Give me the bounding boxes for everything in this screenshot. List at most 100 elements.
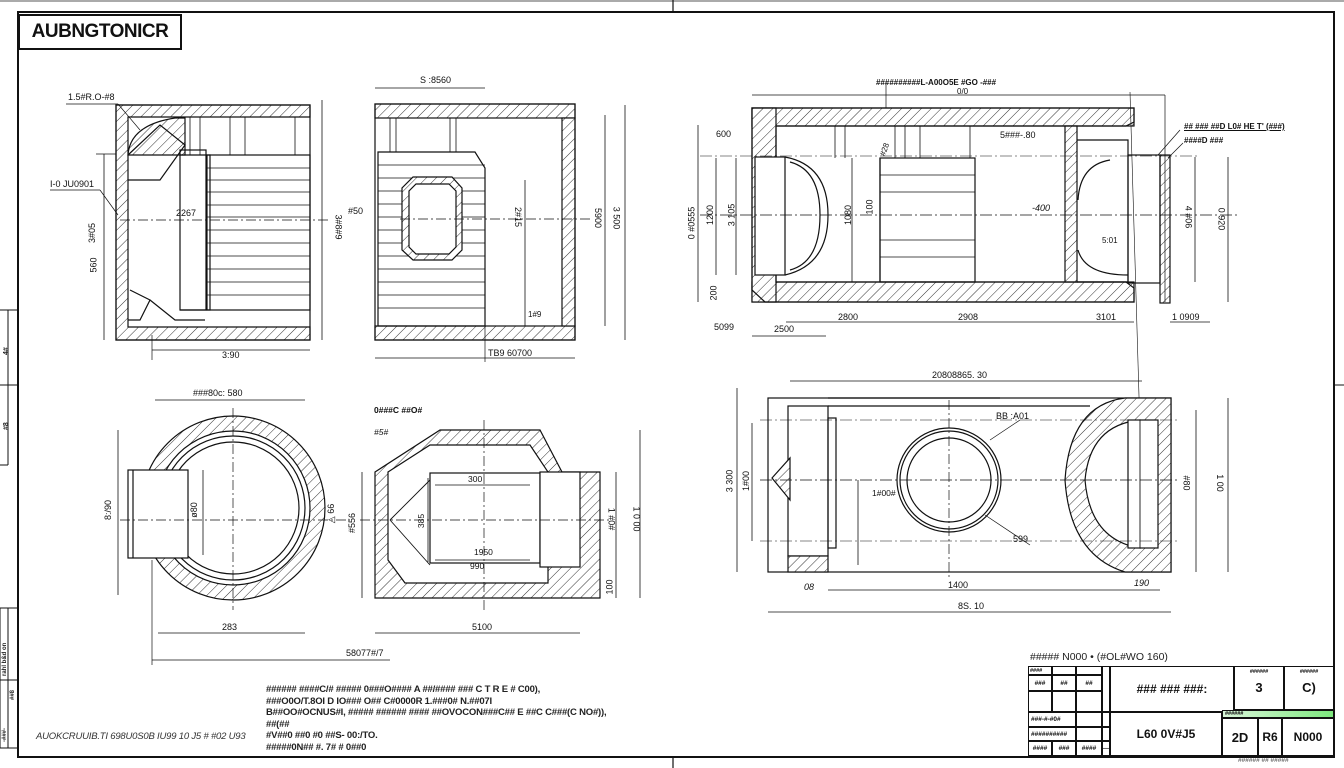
scale-cell-b: R6 <box>1258 718 1282 756</box>
dimension-label: 200 <box>708 285 719 301</box>
dimension-label: 560 <box>88 257 99 273</box>
dimension-label: #556 <box>347 512 358 534</box>
view-bottom-left-circle <box>117 399 390 665</box>
leader-label: -400 <box>1032 203 1051 213</box>
revision-cell: ###### C) <box>1284 666 1334 710</box>
tb-cell: #### <box>1028 741 1052 756</box>
tb-cell <box>1052 691 1076 712</box>
sheet-number-cell: ###### 3 <box>1234 666 1284 710</box>
dimension-label: #80 <box>1181 475 1192 491</box>
tb-cell: — <box>1102 741 1110 756</box>
dimension-label: 3 105 <box>726 203 737 227</box>
dimension-label: 1#00 <box>741 470 752 492</box>
dimension-label: 300 <box>468 474 483 484</box>
dimension-label: 1 #0# <box>606 507 617 531</box>
drawing-number: N000 <box>1282 718 1334 756</box>
dimension-label: 190 <box>1134 578 1150 588</box>
tb-cell <box>1028 691 1052 712</box>
tb-cell <box>1102 666 1110 712</box>
tb-cell <box>1076 691 1102 712</box>
dimension-label: 2800 <box>838 312 859 322</box>
tb-cell: #### <box>1028 666 1052 675</box>
tb-cell: ## <box>1076 675 1102 691</box>
tb-cell <box>1102 727 1110 741</box>
dimension-label: 1400 <box>948 580 969 590</box>
leader-label: ## ### ##D L0# HE T' (###) <box>1184 122 1285 131</box>
leader-label: BB :A01 <box>996 411 1030 421</box>
dimension-label: 5100 <box>472 622 493 632</box>
margin-label: rahl b&d on <box>2 642 8 676</box>
note-line: ###O0O/T.8OI D IO### O## C#0000R 1.###0#… <box>266 695 492 707</box>
dimension-label: 3 300 <box>724 469 735 493</box>
leader-label: 1.5#R.O-#8 <box>68 92 115 102</box>
dimension-label: 1 0 00 <box>631 506 642 532</box>
dimension-label: 1950 <box>474 547 493 557</box>
tb-cell <box>1102 712 1110 727</box>
dimension-label: #50 <box>348 206 364 216</box>
tb-cell <box>1076 666 1102 675</box>
tb-cell: ### <box>1028 675 1052 691</box>
dimension-label: 8S. 10 <box>958 601 985 611</box>
left-margin-strip <box>0 309 19 749</box>
view-top-left-plan <box>50 100 330 360</box>
note-line: #V##0 ##0 #0 ##S- 00:/TO. <box>266 730 378 742</box>
dimension-label: 08 <box>804 582 815 592</box>
dimension-label: 3#8#9 <box>333 214 344 240</box>
leader-label: I-0 JU0901 <box>50 179 95 189</box>
dimension-label: 3 500 <box>611 206 622 230</box>
note-line: B##OO#OCNUS#I, ##### ###### #### ##OVOCO… <box>266 707 607 719</box>
margin-label: #8 <box>3 422 10 430</box>
view-header-sub: 0/0 <box>957 87 969 96</box>
dimension-label: TB9 60700 <box>488 348 533 358</box>
dimension-label: ###80c: 580 <box>193 388 243 398</box>
view-top-middle-section <box>374 87 626 362</box>
dimension-label: 385 <box>416 513 427 529</box>
view-header: 0###C ##O# <box>374 405 423 415</box>
dimension-label: 2500 <box>774 324 795 334</box>
dimension-label: 1080 <box>843 204 854 226</box>
project-name: ### ### ###: <box>1110 666 1234 712</box>
tb-cell <box>1076 727 1102 741</box>
title-block-footnote: ###### ## ##### <box>1238 757 1289 764</box>
view-header: ##########L-A00O5E #GO -### <box>876 78 997 87</box>
dimension-label: 1200 <box>705 204 716 226</box>
dimension-label: 5099 <box>714 322 735 332</box>
dimension-label: 283 <box>222 622 238 632</box>
sheet-value: 3 <box>1255 680 1263 695</box>
drawing-name: L60 0V#J5 <box>1110 712 1222 756</box>
dimension-label: 2#15 <box>513 206 524 228</box>
dimension-label: 3#05 <box>87 222 98 244</box>
general-notes: ###### ####C/# ##### 0###O#### A ##/####… <box>266 684 607 754</box>
dimension-label: S :8560 <box>420 75 452 85</box>
dimension-label: 3:90 <box>222 350 240 360</box>
dimension-label: 58077#/7 <box>346 648 384 658</box>
margin-label: 4# <box>3 347 10 355</box>
dimension-label: 20808865. 30 <box>932 370 988 380</box>
scale-cell-a: 2D <box>1222 718 1258 756</box>
note-line: ##(## <box>266 718 290 730</box>
view-bottom-right-plan <box>736 380 1229 613</box>
view-top-right-long-section <box>697 82 1240 431</box>
leader-label: ####D ### <box>1184 136 1224 145</box>
dimension-label: 100 <box>604 579 615 595</box>
bottom-left-note: AUOKCRUUIB.TI 698U0S0B IU99 10 J5 # #02 … <box>36 731 246 742</box>
margin-label: ##8 <box>10 689 16 700</box>
dimension-label: 1 00 <box>1214 474 1225 492</box>
dimension-label: 0 920 <box>1216 207 1227 231</box>
margin-label: -###- <box>2 727 8 742</box>
tb-cell: ## <box>1052 675 1076 691</box>
tb-cell <box>1076 712 1102 727</box>
leader-label: 5###-.80 <box>1000 130 1036 140</box>
tb-cell: ########## <box>1028 727 1076 741</box>
note-line: #####0N## #. 7# # 0##0 <box>266 741 367 753</box>
dimension-label: 990 <box>470 561 485 571</box>
leader-label: #5# <box>374 427 389 437</box>
leader-label: 1#00# <box>872 488 896 498</box>
view-bottom-middle-section <box>360 420 641 634</box>
dimension-label: 2908 <box>958 312 979 322</box>
dimension-label: △ 66 <box>326 503 337 524</box>
dimension-label: 8:/90 <box>103 499 114 521</box>
dimension-label: ø80 <box>188 502 199 518</box>
dimension-label: 4 #06 <box>1183 205 1194 229</box>
leader-label: 5:01 <box>1102 236 1118 245</box>
